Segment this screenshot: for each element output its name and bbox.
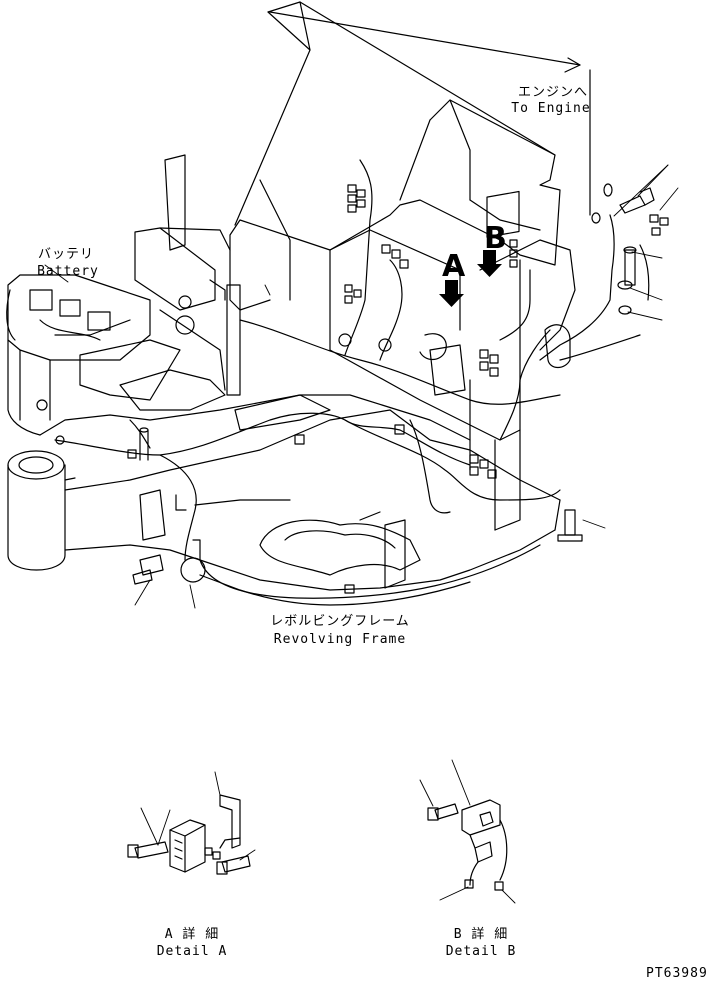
side-structures <box>135 155 240 395</box>
battery-label-jp: バッテリ <box>37 247 95 262</box>
detail-b-label-en: Detail B <box>445 944 517 959</box>
detail-b-drawing <box>420 760 515 903</box>
marker-a: A <box>442 249 466 284</box>
detail-b-label-jp: B 詳 細 <box>453 927 509 942</box>
to-engine-label-jp: エンジンへ <box>517 85 589 100</box>
wiring-harness <box>55 160 649 605</box>
revolving-frame-label-en: Revolving Frame <box>273 632 407 647</box>
to-engine-label-en: To Engine <box>511 101 591 116</box>
detail-arrows <box>439 250 502 307</box>
rear-bulkhead <box>330 191 575 530</box>
detail-a-drawing <box>128 772 255 874</box>
detail-a-label-en: Detail A <box>156 944 228 959</box>
swing-pivot <box>8 451 75 570</box>
engine-hood-panel <box>230 2 560 310</box>
detail-a-label-jp: A 詳 細 <box>164 927 220 942</box>
posts <box>140 428 186 510</box>
leader-lines <box>45 165 678 608</box>
connector-clusters <box>56 185 517 593</box>
to-engine-pointer <box>270 12 590 215</box>
revolving-frame <box>40 340 560 598</box>
drawing-code: PT63989 <box>646 966 708 981</box>
battery-label-en: Battery <box>37 264 99 279</box>
right-hardware <box>133 184 668 584</box>
revolving-frame-label-jp: レボルビングフレーム <box>270 614 410 629</box>
battery-unit <box>7 275 150 435</box>
marker-b: B <box>484 221 507 256</box>
